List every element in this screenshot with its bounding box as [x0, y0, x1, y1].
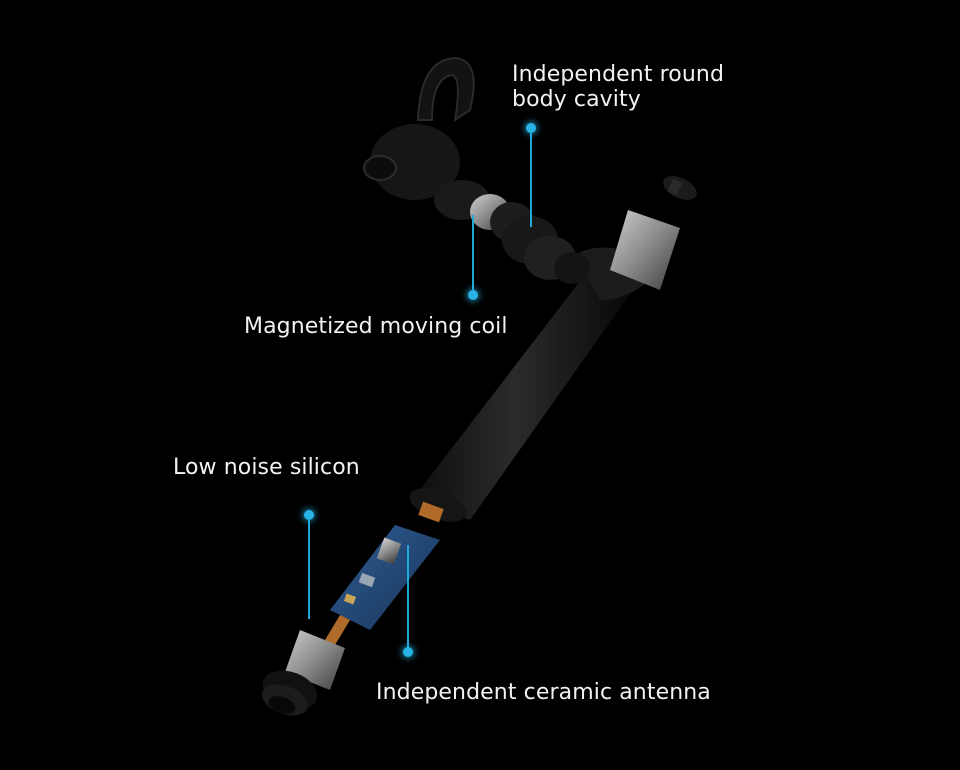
callout-antenna-dot	[403, 647, 413, 657]
callout-silicon-label: Low noise silicon	[173, 455, 360, 480]
callout-antenna-label: Independent ceramic antenna	[376, 680, 711, 705]
callout-cavity-line1: Independent round	[512, 62, 725, 87]
callout-antenna-leader	[407, 545, 409, 651]
callout-coil-label: Magnetized moving coil	[244, 314, 508, 339]
circuit-board	[330, 501, 444, 630]
callout-silicon-dot	[304, 510, 314, 520]
end-cap	[261, 630, 345, 716]
callout-cavity-line2: body cavity	[512, 87, 641, 112]
ear-hook	[416, 56, 475, 123]
callout-coil-leader	[472, 215, 474, 291]
earphone-stem	[409, 247, 655, 522]
connector-tip	[610, 176, 697, 290]
flex-cable	[325, 615, 350, 645]
callout-silicon-leader	[308, 519, 310, 619]
callout-coil-dot	[468, 290, 478, 300]
driver-stack	[470, 194, 590, 284]
ear-tip	[363, 124, 490, 220]
callout-cavity-label: Independent round body cavity	[512, 62, 724, 112]
callout-cavity-leader	[530, 132, 532, 227]
callout-cavity-dot	[526, 123, 536, 133]
